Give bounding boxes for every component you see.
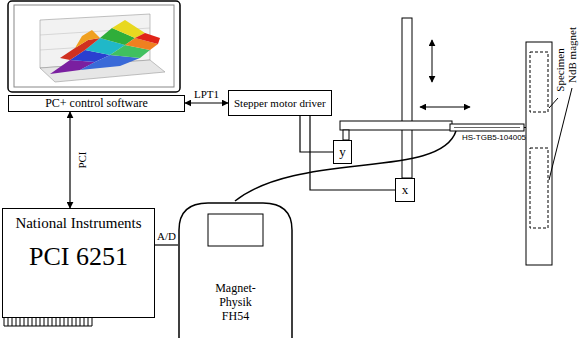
magnet-holder (526, 42, 572, 265)
monitor (8, 1, 180, 92)
probe-label: HS-TGB5-104005 (462, 134, 526, 143)
bus-label: LPT1 (193, 88, 220, 100)
software-box: PC+ control software (8, 95, 185, 112)
node-text: PC+ control software (45, 97, 148, 111)
motion-arrow (420, 107, 470, 108)
bus-label: PCI (76, 150, 88, 169)
connector (155, 244, 178, 245)
card-connector (4, 318, 92, 326)
teslameter: Magnet- Physik FH54 (178, 200, 293, 338)
daq-card: National InstrumentsPCI 6251 (2, 208, 155, 318)
part-label: NdB magnet (566, 27, 578, 83)
node-text: y (339, 145, 346, 160)
connector (185, 102, 228, 103)
motion-arrow (432, 40, 433, 82)
node-text: Stepper motor driver (234, 97, 326, 110)
node-text: Magnet- Physik FH54 (209, 282, 263, 323)
connector (300, 116, 333, 152)
probe-cable (235, 131, 456, 201)
connector (69, 112, 70, 208)
bus-label: A/D (156, 230, 177, 242)
part-label: Specimen (554, 48, 566, 91)
axis-motor: x (395, 178, 415, 202)
node-text: National Instruments (15, 215, 141, 232)
card-model: PCI 6251 (29, 242, 128, 272)
axis-motor: y (333, 140, 352, 164)
xy-stage (340, 18, 540, 178)
node-text: x (402, 183, 409, 198)
driver-box: Stepper motor driver (228, 90, 332, 116)
